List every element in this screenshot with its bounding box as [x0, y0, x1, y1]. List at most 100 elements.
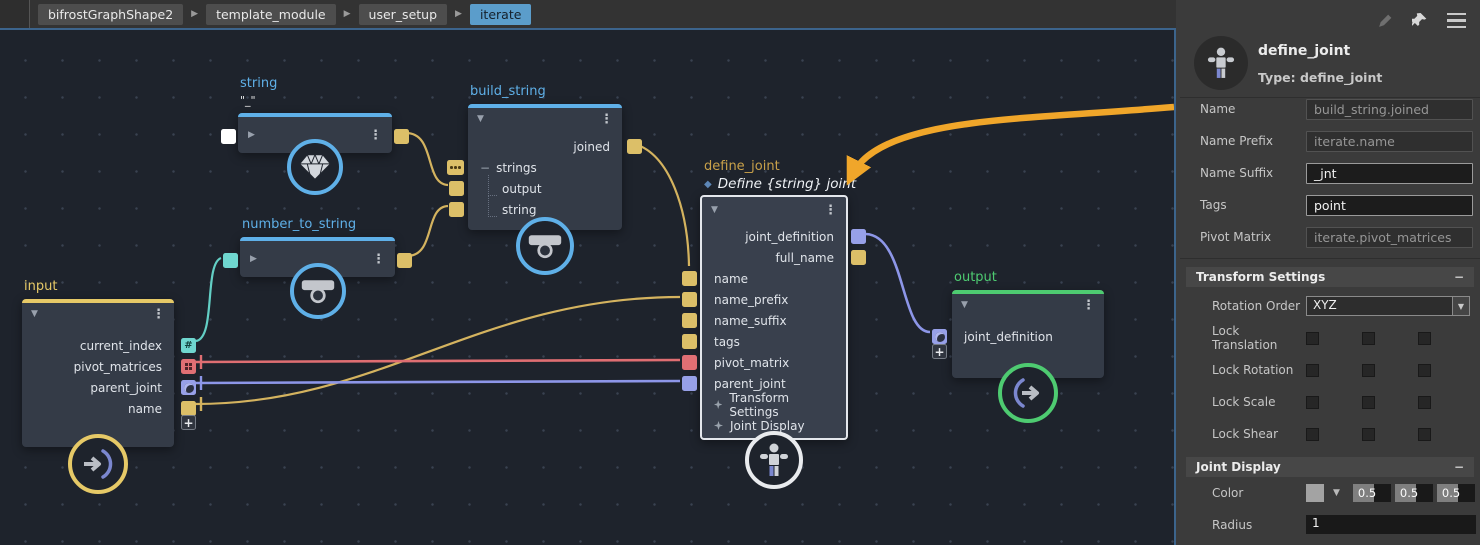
node-output[interactable]: output ▼ ⋮ joint_definition +	[932, 270, 1104, 423]
port-full-name-output[interactable]	[851, 250, 866, 265]
port-pivot-matrices[interactable]	[181, 359, 196, 374]
lock-shear-y-checkbox[interactable]	[1362, 427, 1375, 441]
color-b-field[interactable]: 0.5	[1436, 484, 1475, 502]
port-number-input[interactable]	[223, 253, 238, 268]
node-number-to-string[interactable]: number_to_string ▶ ⋮	[223, 217, 412, 319]
port-row-strings: − strings	[447, 157, 622, 178]
collapse-section-icon[interactable]: −	[1453, 270, 1464, 284]
name-field[interactable]: build_string.joined	[1306, 98, 1473, 120]
group-row-transform-settings[interactable]: Transform Settings	[702, 391, 846, 419]
port-joint-definition-input[interactable]	[932, 329, 947, 344]
node-menu-icon[interactable]: ⋮	[1082, 297, 1095, 313]
port-label: joint_definition	[964, 329, 1053, 344]
dropdown-arrow-icon[interactable]: ▼	[1452, 296, 1470, 316]
node-menu-icon[interactable]: ⋮	[369, 127, 382, 143]
port-parent-joint-input[interactable]	[682, 376, 697, 391]
lock-translation-y-checkbox[interactable]	[1362, 331, 1375, 345]
color-g-field[interactable]: 0.5	[1394, 484, 1433, 502]
port-pivot-matrix-input[interactable]	[682, 355, 697, 370]
port-name-prefix-input[interactable]	[682, 292, 697, 307]
collapse-icon[interactable]: ▼	[31, 309, 38, 319]
play-icon[interactable]: ▶	[248, 130, 255, 140]
node-string[interactable]: string "_" ▶ ⋮	[221, 76, 409, 195]
node-menu-icon[interactable]: ⋮	[824, 202, 837, 218]
port-string-input[interactable]	[221, 129, 236, 144]
lock-rotation-y-checkbox[interactable]	[1362, 363, 1375, 377]
field-label: Lock Translation	[1212, 324, 1278, 352]
lock-rotation-x-checkbox[interactable]	[1306, 363, 1319, 377]
breadcrumb-item-user-setup[interactable]: user_setup	[358, 3, 448, 25]
lock-translation-z-checkbox[interactable]	[1418, 331, 1431, 345]
wire-name-to-nameprefix[interactable]	[195, 295, 681, 406]
node-accent-bar	[240, 237, 395, 241]
collapse-group-icon[interactable]: −	[480, 160, 491, 175]
string-node-badge	[287, 139, 343, 195]
node-menu-icon[interactable]: ⋮	[600, 111, 613, 127]
port-name-suffix-input[interactable]	[682, 313, 697, 328]
lock-shear-x-checkbox[interactable]	[1306, 427, 1319, 441]
add-port-button[interactable]: +	[932, 344, 947, 359]
field-row-tags: Tags point	[1180, 194, 1480, 216]
field-label: Name Suffix	[1200, 166, 1274, 180]
port-string-output[interactable]	[394, 129, 409, 144]
wire-numbertostring-to-buildstring[interactable]	[406, 204, 449, 258]
tags-field[interactable]: point	[1306, 194, 1473, 216]
lock-shear-z-checkbox[interactable]	[1418, 427, 1431, 441]
pivot-matrix-field[interactable]: iterate.pivot_matrices	[1306, 226, 1473, 248]
port-strings-child-string[interactable]	[449, 202, 464, 217]
group-row-joint-display[interactable]: Joint Display	[702, 415, 846, 436]
node-menu-icon[interactable]: ⋮	[372, 251, 385, 267]
color-r-field[interactable]: 0.5	[1352, 484, 1391, 502]
collapse-icon[interactable]: ▼	[961, 300, 968, 310]
name-suffix-field[interactable]: _jnt	[1306, 162, 1473, 184]
collapse-section-icon[interactable]: −	[1453, 460, 1464, 474]
wire-joined-to-name[interactable]	[634, 142, 691, 267]
breadcrumb-item-iterate-active[interactable]: iterate	[469, 3, 532, 25]
lock-rotation-z-checkbox[interactable]	[1418, 363, 1431, 377]
port-joint-definition-output[interactable]	[851, 229, 866, 244]
radius-field[interactable]: 1	[1306, 515, 1476, 534]
color-dropdown-arrow-icon[interactable]: ▼	[1333, 488, 1340, 498]
port-parent-joint[interactable]	[181, 380, 196, 395]
port-strings-fanin[interactable]	[447, 160, 464, 175]
port-current-index[interactable]: #	[181, 338, 196, 353]
node-menu-icon[interactable]: ⋮	[152, 306, 165, 322]
section-joint-display[interactable]: Joint Display −	[1186, 457, 1474, 477]
pin-icon[interactable]	[1412, 12, 1429, 29]
lock-translation-x-checkbox[interactable]	[1306, 331, 1319, 345]
wire-currentindex-to-numbertostring[interactable]	[195, 256, 222, 343]
rotation-order-dropdown[interactable]: XYZ ▼	[1306, 296, 1470, 316]
port-label: joined	[573, 139, 610, 154]
divider	[1180, 258, 1480, 259]
node-build-string[interactable]: build_string ▼ ⋮ joined − strings output	[447, 84, 642, 275]
node-graph-canvas[interactable]: string "_" ▶ ⋮ number_to_string ▶ ⋮	[0, 28, 1176, 545]
joint-person-icon	[760, 443, 788, 476]
port-strings-child-output[interactable]	[449, 181, 464, 196]
collapse-icon[interactable]: ▼	[711, 205, 718, 215]
lock-scale-x-checkbox[interactable]	[1306, 395, 1319, 409]
wire-string-to-buildstring[interactable]	[405, 131, 449, 187]
breadcrumb-item-root[interactable]: bifrostGraphShape2	[38, 3, 184, 25]
lock-scale-z-checkbox[interactable]	[1418, 395, 1431, 409]
menu-hamburger-icon[interactable]	[1447, 12, 1466, 29]
color-swatch[interactable]	[1306, 484, 1324, 502]
port-string-output[interactable]	[397, 253, 412, 268]
collapse-icon[interactable]: ▼	[477, 114, 484, 124]
lock-scale-y-checkbox[interactable]	[1362, 395, 1375, 409]
node-input[interactable]: input ▼ ⋮ current_index # pivot_matrices…	[22, 279, 196, 494]
lock-shear-row: Lock Shear	[1180, 424, 1480, 444]
section-transform-settings[interactable]: Transform Settings −	[1186, 267, 1474, 287]
port-name-input[interactable]	[682, 271, 697, 286]
edit-pencil-icon[interactable]	[1377, 12, 1394, 29]
add-port-button[interactable]: +	[181, 415, 196, 430]
port-joined-output[interactable]	[627, 139, 642, 154]
wire-jointdefinition-to-output[interactable]	[865, 232, 931, 334]
port-tags-input[interactable]	[682, 334, 697, 349]
node-define-joint[interactable]: define_joint ◆ Define {string} joint ▼ ⋮…	[682, 159, 866, 489]
play-icon[interactable]: ▶	[250, 254, 257, 264]
wire-parentjoint-to-parentjoint[interactable]	[195, 379, 681, 385]
breadcrumb-item-template-module[interactable]: template_module	[206, 3, 336, 25]
port-name[interactable]	[181, 401, 196, 416]
name-prefix-field[interactable]: iterate.name	[1306, 130, 1473, 152]
wire-pivotmatrices-to-pivotmatrix[interactable]	[195, 358, 681, 364]
